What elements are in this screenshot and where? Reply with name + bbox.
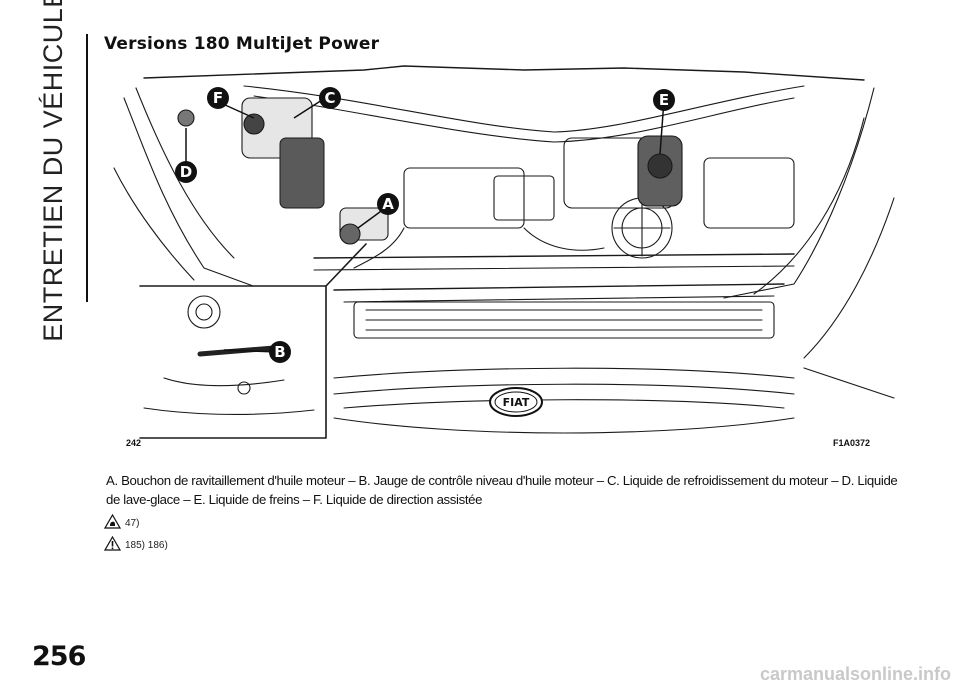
- callout-b-label: B: [274, 343, 285, 361]
- watermark-text: carmanualsonline.info: [760, 664, 952, 684]
- figure-code: F1A0372: [833, 438, 871, 448]
- figure-number: 242: [126, 438, 142, 448]
- warning-triangle-icon: [104, 536, 121, 551]
- callout-b: B: [269, 341, 291, 363]
- reference-line-2: 185) 186): [104, 536, 168, 551]
- side-title-text: ENTRETIEN DU VÉHICULE: [37, 0, 68, 342]
- callout-a-label: A: [382, 195, 394, 213]
- reference-line-1: 47): [104, 514, 139, 529]
- callout-f: F: [207, 87, 229, 109]
- engine-bay-illustration: FIAT F C E D: [113, 65, 895, 439]
- page-number: 256: [32, 641, 86, 672]
- callout-d: D: [175, 161, 197, 183]
- callout-c-label: C: [324, 89, 335, 107]
- fiat-badge-text: FIAT: [503, 396, 530, 409]
- callout-e: E: [653, 89, 675, 111]
- side-divider: [86, 34, 88, 302]
- callout-e-label: E: [659, 91, 669, 109]
- callout-f-label: F: [213, 89, 223, 107]
- callout-d-label: D: [180, 163, 192, 181]
- engine-bay-figure: FIAT F C E D: [104, 58, 898, 450]
- reference-text-2: 185) 186): [125, 540, 168, 551]
- figure-caption: A. Bouchon de ravitaillement d'huile mot…: [106, 473, 898, 507]
- callout-c: C: [319, 87, 341, 109]
- callout-a: A: [377, 193, 399, 215]
- warning-hand-icon: [104, 514, 121, 529]
- reference-text-1: 47): [125, 518, 140, 529]
- section-heading: Versions 180 MultiJet Power: [104, 34, 380, 54]
- section-side-title: ENTRETIEN DU VÉHICULE: [18, 0, 88, 341]
